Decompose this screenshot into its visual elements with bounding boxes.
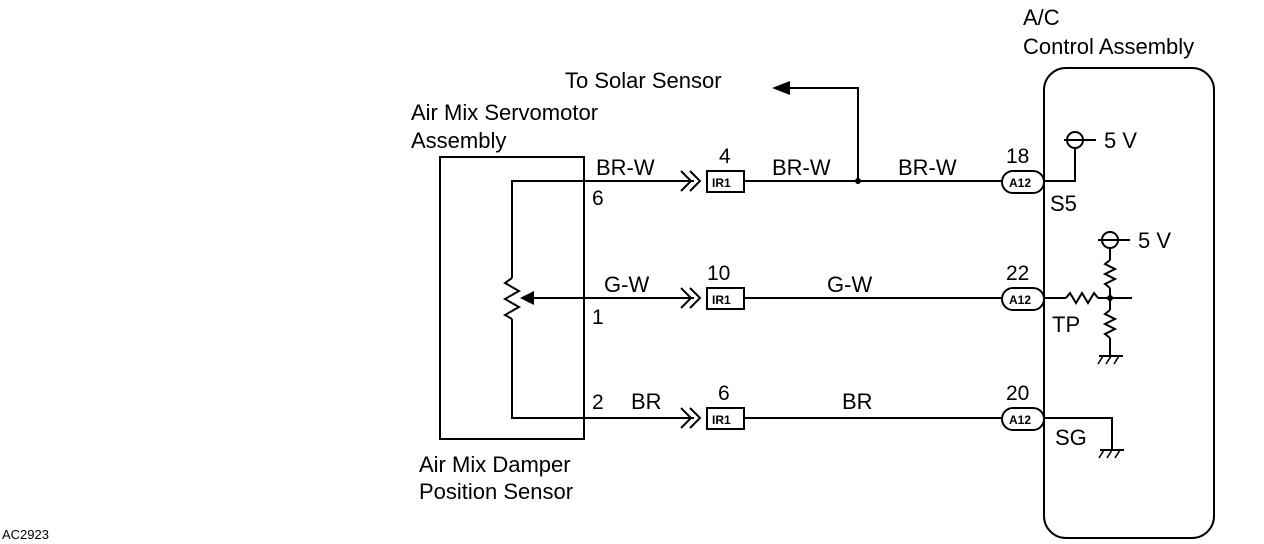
ir1-pin-4: 4 — [719, 145, 731, 168]
ir1-pin6-chevron2 — [689, 407, 702, 429]
sensor-title-2: Position Sensor — [419, 479, 573, 504]
wire-color-row1-right: BR-W — [898, 155, 957, 180]
s5-wire — [1044, 148, 1076, 182]
a12-pin-20: 20 — [1006, 382, 1029, 405]
servo-title-1: Air Mix Servomotor — [411, 100, 598, 125]
tp-lower-resistor — [1102, 309, 1118, 339]
ir1-pin10-chevron — [680, 287, 693, 309]
wire-color-row1-left: BR-W — [596, 155, 655, 180]
ir1-name-row2: IR1 — [712, 293, 731, 307]
a12-name-row3: A12 — [1009, 413, 1031, 427]
ground-hatch-1c — [1113, 355, 1120, 365]
ac-assembly-title-1: A/C — [1023, 5, 1060, 30]
ac-control-box — [1043, 67, 1215, 539]
ac-assembly-title-2: Control Assembly — [1023, 34, 1194, 59]
wire-color-row3-left: BR — [631, 389, 662, 414]
supply-5v-1: 5 V — [1104, 128, 1137, 153]
ground-hatch-2b — [1106, 449, 1113, 459]
terminal-sg: SG — [1055, 425, 1087, 450]
ir1-pin4-chevron2 — [689, 170, 702, 192]
sensor-title-1: Air Mix Damper — [419, 452, 571, 477]
diagram-code: AC2923 — [2, 527, 49, 542]
sensor-pin-1: 1 — [592, 306, 604, 329]
tp-series-resistor — [1065, 291, 1099, 305]
supply-5v-2: 5 V — [1138, 228, 1171, 253]
ir1-name-row1: IR1 — [712, 176, 731, 190]
wire-color-row1-mid: BR-W — [772, 155, 831, 180]
ir1-pin6-chevron — [680, 407, 693, 429]
wire-color-row3-mid: BR — [842, 389, 873, 414]
ground-hatch-2a — [1098, 449, 1105, 459]
potentiometer-resistor — [502, 277, 522, 320]
ground-hatch-2c — [1114, 449, 1121, 459]
ground-hatch-1b — [1105, 355, 1112, 365]
wire-color-row2-mid: G-W — [827, 272, 872, 297]
solar-sensor-wire — [786, 87, 859, 181]
ir1-pin-10: 10 — [707, 262, 730, 285]
tp-upper-resistor — [1102, 259, 1118, 289]
wire-color-row2-left: G-W — [604, 272, 649, 297]
solar-sensor-label: To Solar Sensor — [565, 68, 722, 93]
ir1-name-row3: IR1 — [712, 413, 731, 427]
sensor-internal-top-wire — [511, 180, 584, 278]
terminal-tp: TP — [1052, 312, 1080, 337]
a12-pin-22: 22 — [1006, 262, 1029, 285]
a12-name-row1: A12 — [1009, 176, 1031, 190]
ir1-pin4-chevron — [680, 170, 693, 192]
terminal-s5: S5 — [1050, 191, 1077, 216]
sg-wire — [1044, 417, 1113, 450]
sensor-pin-6: 6 — [592, 187, 604, 210]
a12-name-row2: A12 — [1009, 293, 1031, 307]
a12-pin-18: 18 — [1006, 145, 1029, 168]
ir1-box-row3 — [706, 407, 745, 430]
sensor-internal-bottom-wire — [511, 319, 584, 419]
ir1-pin10-chevron2 — [689, 287, 702, 309]
ground-hatch-1a — [1097, 355, 1104, 365]
sensor-pin-2: 2 — [592, 391, 604, 414]
servo-title-2: Assembly — [411, 128, 506, 153]
ir1-box-row1 — [706, 170, 745, 193]
wiper-arrow — [520, 291, 534, 305]
ir1-box-row2 — [706, 287, 745, 310]
ir1-pin-6: 6 — [718, 382, 730, 405]
solar-sensor-arrow — [772, 81, 790, 95]
